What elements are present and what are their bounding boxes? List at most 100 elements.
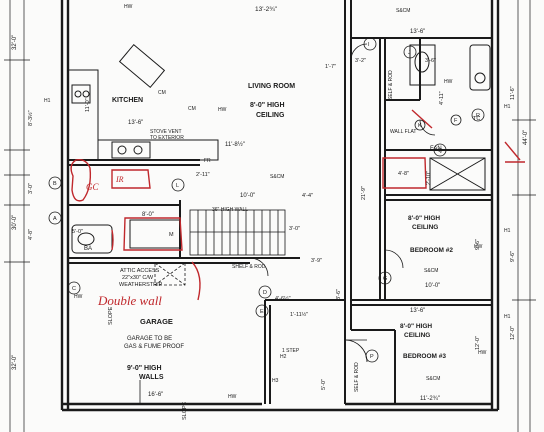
dim-garage-16-6: 16'-6" — [148, 392, 163, 398]
marker-q: Q — [438, 148, 443, 154]
bedroom2-ceiling-line-1: 8'-0" HIGH — [408, 215, 440, 222]
marker-f: F — [454, 118, 458, 124]
marker-j: J — [408, 50, 411, 56]
dim-bed-4-8: 4'-8" — [398, 171, 409, 177]
marker-d: D — [263, 290, 267, 296]
marker-l: L — [176, 183, 179, 189]
gc-note: GC — [86, 182, 99, 192]
dim-right-44: 44'-0" — [523, 130, 529, 145]
attic-line-2: 22"x30" C/W — [122, 275, 154, 281]
high-wall-note: 36" HIGH WALL — [212, 207, 248, 213]
dim-hall-10-0: 10'-0" — [240, 193, 255, 199]
dim-right-11: 11'-6" — [510, 86, 516, 100]
outer-dimension-lines — [4, 0, 536, 432]
tag-h2: H2 — [280, 354, 287, 360]
bedroom3-ceiling-line-2: CEILING — [404, 332, 430, 339]
bedroom3-ceiling-line-1: 8'-0" HIGH — [400, 323, 432, 330]
marker-m: M — [169, 232, 174, 238]
dim-top-center: 13'-2¾" — [255, 6, 278, 13]
living-ceiling-line-1: 8'-0" HIGH — [250, 102, 285, 109]
garage-note-line-2: GAS & FUME PROOF — [124, 344, 184, 350]
tag-scm-top: S&CM — [396, 8, 410, 14]
marker-r: R — [476, 113, 480, 119]
callout-circles — [48, 37, 485, 363]
marker-g: G — [383, 276, 387, 282]
marker-e: E — [260, 309, 264, 315]
tag-hw-living: HW — [218, 107, 227, 113]
kitchen-label: KITCHEN — [112, 97, 143, 104]
dim-left-30: 30'-0" — [12, 215, 18, 230]
fixture-tags: HW HW HW HW HW HW HW CM CM S&CM S&CM S&C… — [44, 4, 511, 400]
marker-p: P — [370, 354, 374, 360]
tag-hw-bed3: HW — [478, 350, 487, 356]
marker-b: B — [53, 181, 57, 187]
dim-stair-3-0: 3'-0" — [289, 226, 300, 232]
tag-scm-bed2: S&CM — [424, 268, 438, 274]
living-ceiling-line-2: CEILING — [256, 112, 285, 119]
staircase — [189, 209, 286, 256]
marker-c: C — [72, 286, 76, 292]
step-note: 1 STEP — [282, 348, 300, 354]
tag-cm-living: CM — [188, 106, 196, 112]
dim-living-11-8: 11'-8½" — [225, 141, 245, 148]
dim-stair-4-6: 4'-6½" — [275, 295, 291, 302]
attic-access — [139, 262, 186, 404]
dim-left-3-0: 3'-0" — [28, 183, 34, 194]
tag-scm-bed3: S&CM — [426, 376, 440, 382]
tag-hw-kitchen: HW — [74, 294, 83, 300]
tag-hw-bed2: HW — [474, 244, 483, 250]
shelf-rod-note: SHELF & ROD — [232, 264, 266, 270]
slope-note-1: SLOPE — [108, 306, 114, 325]
dim-mid-3-6: 3'-6" — [336, 289, 342, 300]
dim-bed-11-2: 11'-2¾" — [420, 396, 440, 402]
dim-kitchen-13-6: 13'-6" — [128, 120, 143, 126]
dim-mid-5-0: 5'-0" — [321, 379, 327, 390]
self-rod-a-note: SELF & ROD — [388, 70, 394, 100]
dim-left-11-0: 11'-0" — [85, 98, 91, 112]
tag-cm-kitchen: CM — [158, 90, 166, 96]
self-rod-b-note: SELF & ROD — [354, 362, 360, 392]
tag-hw-top: HW — [124, 4, 133, 10]
callout-markers: B A L D I J G P E Q K R F C M — [53, 42, 480, 360]
double-wall-note: Double wall — [97, 293, 162, 308]
dim-bed-3-6: 3'-6" — [425, 58, 436, 64]
dim-bed-13-6: 13'-6" — [410, 308, 425, 314]
attic-line-1: ATTIC ACCESS — [120, 268, 160, 274]
dim-bed-top-13-6: 13'-6" — [410, 29, 425, 35]
tag-h1-right3: H1 — [504, 314, 511, 320]
ir-note: IR — [115, 175, 124, 184]
tag-hw-bath: HW — [444, 79, 453, 85]
dim-right-9-6: 9'-6" — [510, 251, 516, 262]
stove-vent-line-1: STOVE VENT — [150, 129, 182, 135]
dim-left-32: 32'-0" — [12, 35, 18, 50]
dim-bed-12-0: 12'-0" — [475, 336, 481, 350]
slope-note-2: SLOPE — [182, 401, 188, 420]
dim-bath-8-0: 8'-0" — [142, 212, 154, 218]
fan-label: FAN — [430, 146, 442, 152]
dim-right-21: 21'-9" — [361, 186, 367, 200]
marker-i: I — [368, 42, 370, 48]
bedroom2-label: BEDROOM #2 — [410, 247, 453, 254]
dim-bed-3-2: 3'-2" — [355, 58, 366, 64]
tag-hw-garage: HW — [228, 394, 237, 400]
dim-living-right: 1'-7" — [325, 64, 336, 70]
bedroom2-ceiling-line-2: CEILING — [412, 224, 438, 231]
garage-wall-line-2: WALLS — [139, 374, 164, 381]
tag-scm-living: S&CM — [270, 174, 284, 180]
dim-right-12: 12'-0" — [510, 326, 516, 340]
marker-k: K — [418, 123, 422, 129]
dim-left-4-8: 4'-8" — [28, 229, 34, 240]
bedroom3-label: BEDROOM #3 — [403, 353, 446, 360]
dim-stair-3-9: 3'-9" — [311, 258, 322, 264]
marker-a: A — [53, 216, 57, 222]
garage-label: GARAGE — [140, 317, 173, 326]
dim-hall-2-11: 2'-11" — [196, 172, 210, 178]
dim-bath-5-0: 5'-0" — [72, 229, 83, 235]
dim-bed-2-10: 2'-10" — [426, 171, 432, 185]
garage-wall-line-1: 9'-0" HIGH — [127, 365, 162, 372]
bath-label: BA — [84, 246, 92, 252]
garage-note-line-1: GARAGE TO BE — [127, 336, 172, 342]
tag-h1-right2: H1 — [504, 228, 511, 234]
dim-bed-10-0: 10'-0" — [425, 283, 440, 289]
